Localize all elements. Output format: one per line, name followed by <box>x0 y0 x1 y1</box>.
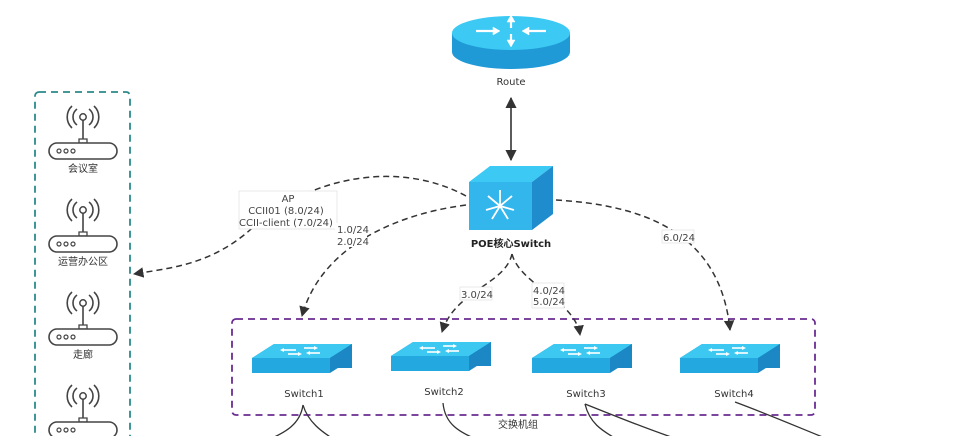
switch4-label: Switch4 <box>714 389 753 400</box>
ap-node-meeting-room[interactable]: 会议室 <box>48 105 118 175</box>
ap-node-corridor[interactable]: 走廊 <box>48 291 118 361</box>
switch1-node[interactable]: Switch1 <box>251 343 353 400</box>
downlink-switch2 <box>442 402 471 436</box>
core-switch-node[interactable]: POE核心Switch <box>469 166 553 250</box>
switch-icon <box>390 341 492 372</box>
edge-core-switch4 <box>555 199 735 332</box>
wireless-ap-icon <box>48 384 118 436</box>
switch-icon <box>679 343 781 374</box>
edge-label-switch4: 6.0/24 <box>661 229 695 244</box>
switch3-label: Switch3 <box>566 389 605 400</box>
ap-node-4[interactable] <box>48 384 118 436</box>
switch4-node[interactable]: Switch4 <box>679 343 781 400</box>
core-switch-icon <box>469 166 553 230</box>
svg-text:CCII-client (7.0/24): CCII-client (7.0/24) <box>239 218 333 229</box>
svg-text:1.0/24: 1.0/24 <box>337 225 369 236</box>
downlink-switch3-b <box>584 403 671 436</box>
switch-icon <box>531 343 633 374</box>
switch2-node[interactable]: Switch2 <box>390 341 492 398</box>
ap-label: 走廊 <box>73 348 93 361</box>
core-switch-label: POE核心Switch <box>471 237 551 250</box>
wireless-ap-icon <box>48 198 118 253</box>
downlink-switch3-a <box>584 403 613 436</box>
router-node[interactable]: Route <box>452 14 570 88</box>
router-icon <box>452 14 570 69</box>
edge-label-switch1: 1.0/24 2.0/24 <box>335 223 369 248</box>
edge-core-ap-group <box>132 175 467 278</box>
switch3-node[interactable]: Switch3 <box>531 343 633 400</box>
svg-text:4.0/24: 4.0/24 <box>533 286 565 297</box>
switch1-label: Switch1 <box>284 389 323 400</box>
switch-icon <box>251 343 353 374</box>
svg-text:2.0/24: 2.0/24 <box>337 237 369 248</box>
edge-core-switch2 <box>439 253 513 334</box>
svg-text:6.0/24: 6.0/24 <box>663 233 695 244</box>
switch-group-label: 交换机组 <box>498 418 538 431</box>
ap-node-operations-office[interactable]: 运营办公区 <box>48 198 118 268</box>
wireless-ap-icon <box>48 105 118 160</box>
downlink-switch4 <box>734 401 822 436</box>
svg-text:AP: AP <box>282 194 295 205</box>
ap-label: 会议室 <box>68 162 98 175</box>
svg-text:3.0/24: 3.0/24 <box>461 290 493 301</box>
ap-label: 运营办公区 <box>58 255 108 268</box>
svg-text:5.0/24: 5.0/24 <box>533 297 565 308</box>
downlink-switch1-b <box>302 404 330 436</box>
edge-label-ap: AP CCII01 (8.0/24) CCII-client (7.0/24) <box>238 190 338 230</box>
edge-label-switch2: 3.0/24 <box>459 286 493 301</box>
switch2-label: Switch2 <box>424 387 463 398</box>
edge-label-switch3: 4.0/24 5.0/24 <box>531 282 565 309</box>
svg-text:CCII01 (8.0/24): CCII01 (8.0/24) <box>248 206 324 217</box>
downlink-switch1-a <box>274 404 304 436</box>
switch-group-box <box>231 318 816 416</box>
router-label: Route <box>496 77 525 88</box>
ap-group-box <box>34 91 131 436</box>
wireless-ap-icon <box>48 291 118 346</box>
